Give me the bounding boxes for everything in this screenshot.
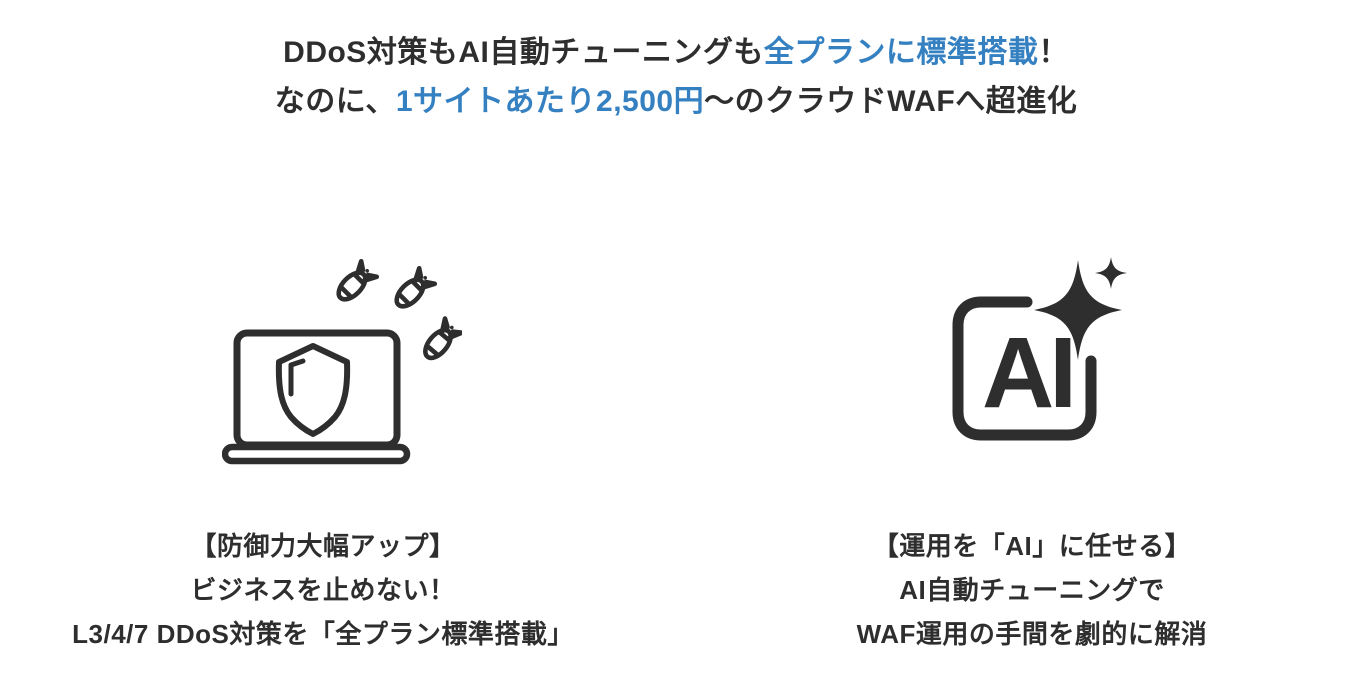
headline-line1-post: ！ [1038, 36, 1069, 69]
ai-badge-frame [952, 296, 1097, 441]
headline-line2-highlight: 1サイトあたり2,500円 [395, 85, 705, 118]
shield-icon [275, 343, 351, 437]
sparkle-large-icon [1034, 260, 1122, 360]
bomb-icon [419, 319, 462, 364]
caption-line: L3/4/7 DDoS対策を「全プラン標準搭載」 [72, 619, 574, 649]
bomb-icon [333, 261, 377, 305]
laptop-icon [222, 329, 411, 465]
headline-line1-pre: DDoS対策もAI自動チューニングも [283, 36, 764, 69]
ai-badge-icon: AI [952, 257, 1127, 441]
sparkle-small-icon [1095, 257, 1127, 289]
caption-line: WAF運用の手間を劇的に解消 [856, 619, 1208, 649]
headline-line1-highlight: 全プランに標準搭載 [763, 36, 1039, 69]
caption-left: 【防御力大幅アップ】 ビジネスを止めない！ L3/4/7 DDoS対策を「全プラ… [0, 524, 646, 656]
headline-line2-post: 〜のクラウドWAFへ超進化 [704, 85, 1078, 118]
ai-badge-label: AI [982, 317, 1072, 429]
headline: DDoS対策もAI自動チューニングも全プランに標準搭載！ なのに、1サイトあたり… [0, 28, 1352, 126]
caption-line: AI自動チューニングで [899, 575, 1165, 605]
caption-right: 【運用を「AI」に任せる】 AI自動チューニングで WAF運用の手間を劇的に解消 [712, 524, 1352, 656]
headline-line2-pre: なのに、 [274, 85, 396, 118]
caption-line: 【運用を「AI」に任せる】 [872, 531, 1192, 561]
headline-line-2: なのに、1サイトあたり2,500円〜のクラウドWAFへ超進化 [0, 77, 1352, 126]
caption-line: 【防御力大幅アップ】 [190, 531, 456, 561]
headline-line-1: DDoS対策もAI自動チューニングも全プランに標準搭載！ [0, 28, 1352, 77]
laptop-shield-bombs-icon [222, 240, 462, 465]
caption-line: ビジネスを止めない！ [190, 575, 456, 605]
bomb-icon [391, 268, 435, 312]
